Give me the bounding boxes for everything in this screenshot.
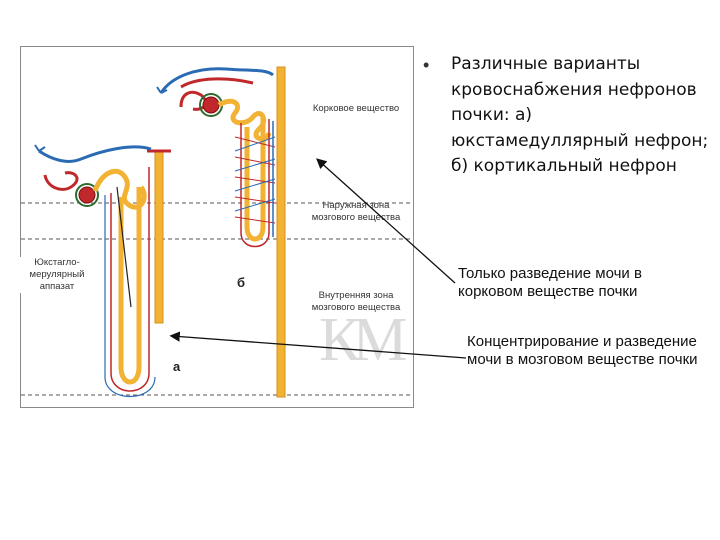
note-juxtamedullary: Концентрирование и разведение мочи в моз… [467,333,712,369]
note-cortical: Только разведение мочи в корковом вещест… [458,265,708,301]
caption-bullet: • [423,55,429,76]
arrow-to-juxtamedullary [172,336,466,358]
arrow-to-cortical [318,160,455,283]
figure-caption: Различные варианты кровоснабжения нефрон… [451,52,711,180]
